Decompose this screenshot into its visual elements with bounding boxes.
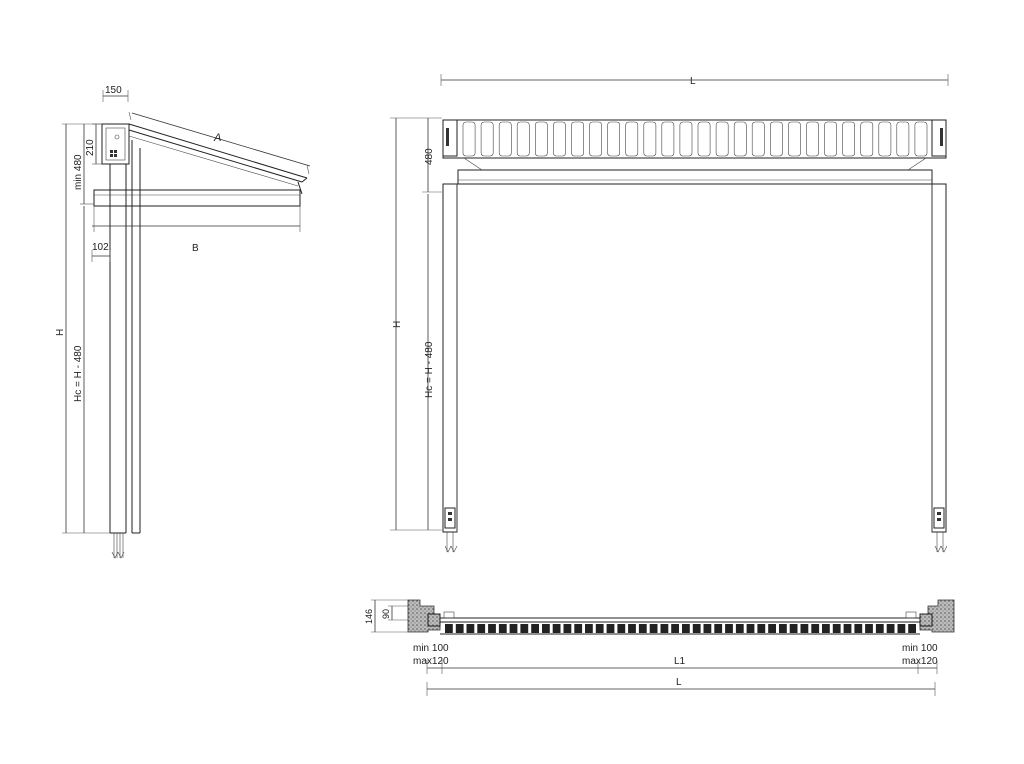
plan-tooth bbox=[660, 624, 669, 633]
dim-150: 150 bbox=[105, 85, 122, 96]
plan-tooth bbox=[595, 624, 604, 633]
plan-tooth bbox=[466, 624, 475, 633]
roof-slat bbox=[607, 121, 620, 157]
plan-tooth bbox=[628, 624, 636, 633]
plan-tooth bbox=[445, 624, 453, 633]
plan-tooth bbox=[746, 624, 755, 633]
roof-slat bbox=[498, 121, 512, 157]
plan-tooth bbox=[908, 624, 916, 633]
roof-slat bbox=[589, 121, 602, 157]
right-min-100: min 100 bbox=[902, 643, 938, 654]
roof-slat bbox=[824, 121, 837, 157]
plan-tooth bbox=[789, 624, 798, 633]
roof-slat bbox=[878, 121, 892, 157]
plan-tooth bbox=[509, 624, 518, 633]
dim-l-top: L bbox=[690, 76, 696, 87]
plan-tooth bbox=[617, 624, 626, 633]
dim-210: 210 bbox=[85, 139, 96, 156]
plan-tooth bbox=[768, 624, 776, 633]
plan-tooth bbox=[671, 624, 679, 633]
roof-slat bbox=[751, 121, 765, 157]
roof-slat bbox=[842, 121, 855, 157]
dim-min-480: min 480 bbox=[73, 154, 84, 190]
plan-tooth bbox=[811, 624, 820, 633]
plan-tooth bbox=[563, 624, 572, 633]
dim-hc: Hc = H - 480 bbox=[73, 345, 84, 402]
roof-slat bbox=[643, 121, 657, 157]
roof-slat bbox=[769, 121, 783, 157]
dim-a: A bbox=[213, 132, 221, 144]
roof-slat bbox=[788, 121, 801, 157]
dim-b: B bbox=[192, 243, 199, 254]
dim-front-hc: Hc = H - 480 bbox=[424, 341, 435, 398]
roof-slat bbox=[571, 121, 584, 157]
front-slats bbox=[462, 121, 928, 157]
roof-slat bbox=[625, 121, 639, 157]
plan-tooth bbox=[585, 624, 593, 633]
roof-slat bbox=[860, 121, 874, 157]
plan-tooth bbox=[703, 624, 712, 633]
plan-tooth bbox=[542, 624, 550, 633]
plan-tooth bbox=[757, 624, 766, 633]
plan-tooth bbox=[574, 624, 583, 633]
roof-slat bbox=[462, 121, 476, 157]
plan-tooth bbox=[692, 624, 701, 633]
plan-tooth bbox=[455, 624, 464, 633]
roof-slat bbox=[697, 121, 711, 157]
roof-slat bbox=[733, 121, 747, 157]
plan-tooth bbox=[779, 624, 787, 633]
plan-tooth bbox=[488, 624, 496, 633]
plan-tooth bbox=[886, 624, 895, 633]
plan-tooth bbox=[897, 624, 906, 633]
plan-tooth bbox=[520, 624, 529, 633]
plan-tooth bbox=[531, 624, 539, 633]
left-max-120: max120 bbox=[413, 656, 449, 667]
roof-slat bbox=[534, 121, 548, 157]
plan-tooth bbox=[875, 624, 884, 633]
side-view: 150 A bbox=[55, 85, 311, 559]
plan-tooth bbox=[832, 624, 841, 633]
dim-front-480: 480 bbox=[424, 148, 435, 165]
roof-slat bbox=[914, 121, 928, 157]
dim-front-h: H bbox=[392, 321, 403, 328]
plan-tooth bbox=[498, 624, 507, 633]
dim-l1: L1 bbox=[674, 656, 686, 667]
roof-slat bbox=[679, 121, 693, 157]
plan-tooth bbox=[854, 624, 863, 633]
plan-tooth bbox=[843, 624, 852, 633]
roof-slat bbox=[553, 121, 566, 157]
plan-tooth bbox=[477, 624, 486, 633]
front-view: L H bbox=[390, 74, 949, 553]
dim-102: 102 bbox=[92, 242, 109, 253]
roof-slat bbox=[516, 121, 530, 157]
plan-tooth bbox=[649, 624, 658, 633]
plan-tooth bbox=[552, 624, 561, 633]
plan-tooth bbox=[638, 624, 647, 633]
plan-tooth bbox=[714, 624, 723, 633]
left-min-100: min 100 bbox=[413, 643, 449, 654]
roof-slat bbox=[661, 121, 675, 157]
roof-slat bbox=[715, 121, 729, 157]
dim-146: 146 bbox=[364, 609, 374, 624]
plan-tooth bbox=[865, 624, 873, 633]
roof-slat bbox=[896, 121, 910, 157]
dim-l-bottom: L bbox=[676, 677, 682, 688]
plan-tooth bbox=[800, 624, 809, 633]
plan-tooth bbox=[725, 624, 733, 633]
plan-tooth bbox=[682, 624, 690, 633]
dim-90: 90 bbox=[381, 609, 391, 619]
plan-view: 146 90 min 100 max120 min 100 max120 L1 … bbox=[364, 599, 955, 696]
dim-h: H bbox=[55, 329, 66, 336]
plan-tooth bbox=[606, 624, 615, 633]
roof-slat bbox=[806, 121, 819, 157]
plan-tooth bbox=[822, 624, 830, 633]
plan-teeth bbox=[445, 624, 916, 633]
plan-tooth bbox=[735, 624, 744, 633]
roof-slat bbox=[480, 121, 494, 157]
right-max-120: max120 bbox=[902, 656, 938, 667]
